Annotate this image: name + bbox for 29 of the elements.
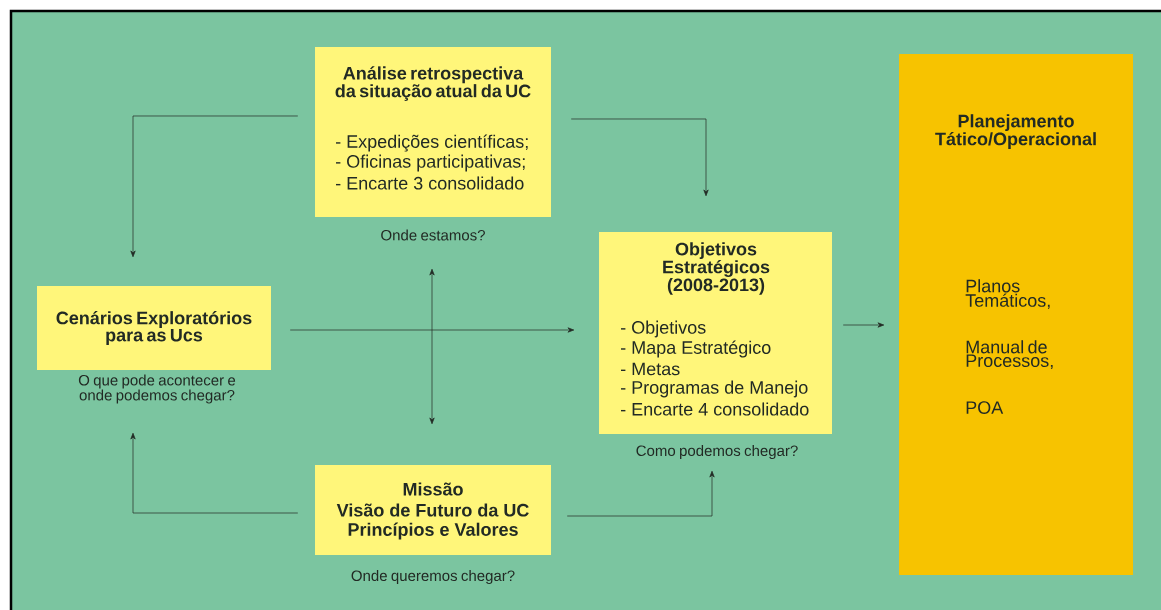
box-text: - Encarte 4 consolidado — [621, 402, 809, 416]
box-text: - Objetivos — [621, 320, 706, 338]
box-text: - Programas de Manejo — [621, 380, 808, 398]
box-heading: Análise retrospectiva da situação atual da UC — [335, 66, 531, 101]
arrow — [289, 327, 575, 333]
box-text: - Mapa Estratégico — [621, 340, 771, 358]
box-text: Manual de Processos, — [966, 340, 1053, 370]
box-heading: Cenários Exploratórios para as Ucs — [56, 310, 252, 346]
box-text: POA — [966, 401, 1004, 414]
arrow — [570, 118, 709, 197]
arrow — [130, 115, 299, 258]
arrow — [566, 470, 715, 517]
box-text: - Metas — [621, 362, 680, 376]
box-heading: Objetivos Estratégicos (2008-2013) — [663, 242, 770, 295]
box-text: - Expedições científicas; — [336, 134, 528, 152]
box-heading: Princípios e Valores — [348, 522, 518, 540]
question-text: Onde queremos chegar? — [351, 570, 515, 584]
box-text: - Oficinas participativas; — [336, 154, 525, 172]
box-heading: Missão — [403, 482, 463, 496]
arrow — [842, 322, 885, 328]
arrow — [429, 268, 435, 425]
box-text: - Encarte 3 consolidado — [336, 176, 524, 190]
box-text: Planos Temáticos, — [965, 279, 1050, 309]
question-text: O que pode acontecer e onde podemos chegar? — [78, 374, 236, 404]
box-heading: Visão de Futuro da UC — [336, 503, 529, 517]
arrow — [130, 432, 299, 514]
question-text: Onde estamos? — [381, 229, 485, 241]
box-heading: Planejamento Tático/Operacional — [935, 114, 1096, 149]
question-text: Como podemos chegar? — [636, 445, 798, 459]
